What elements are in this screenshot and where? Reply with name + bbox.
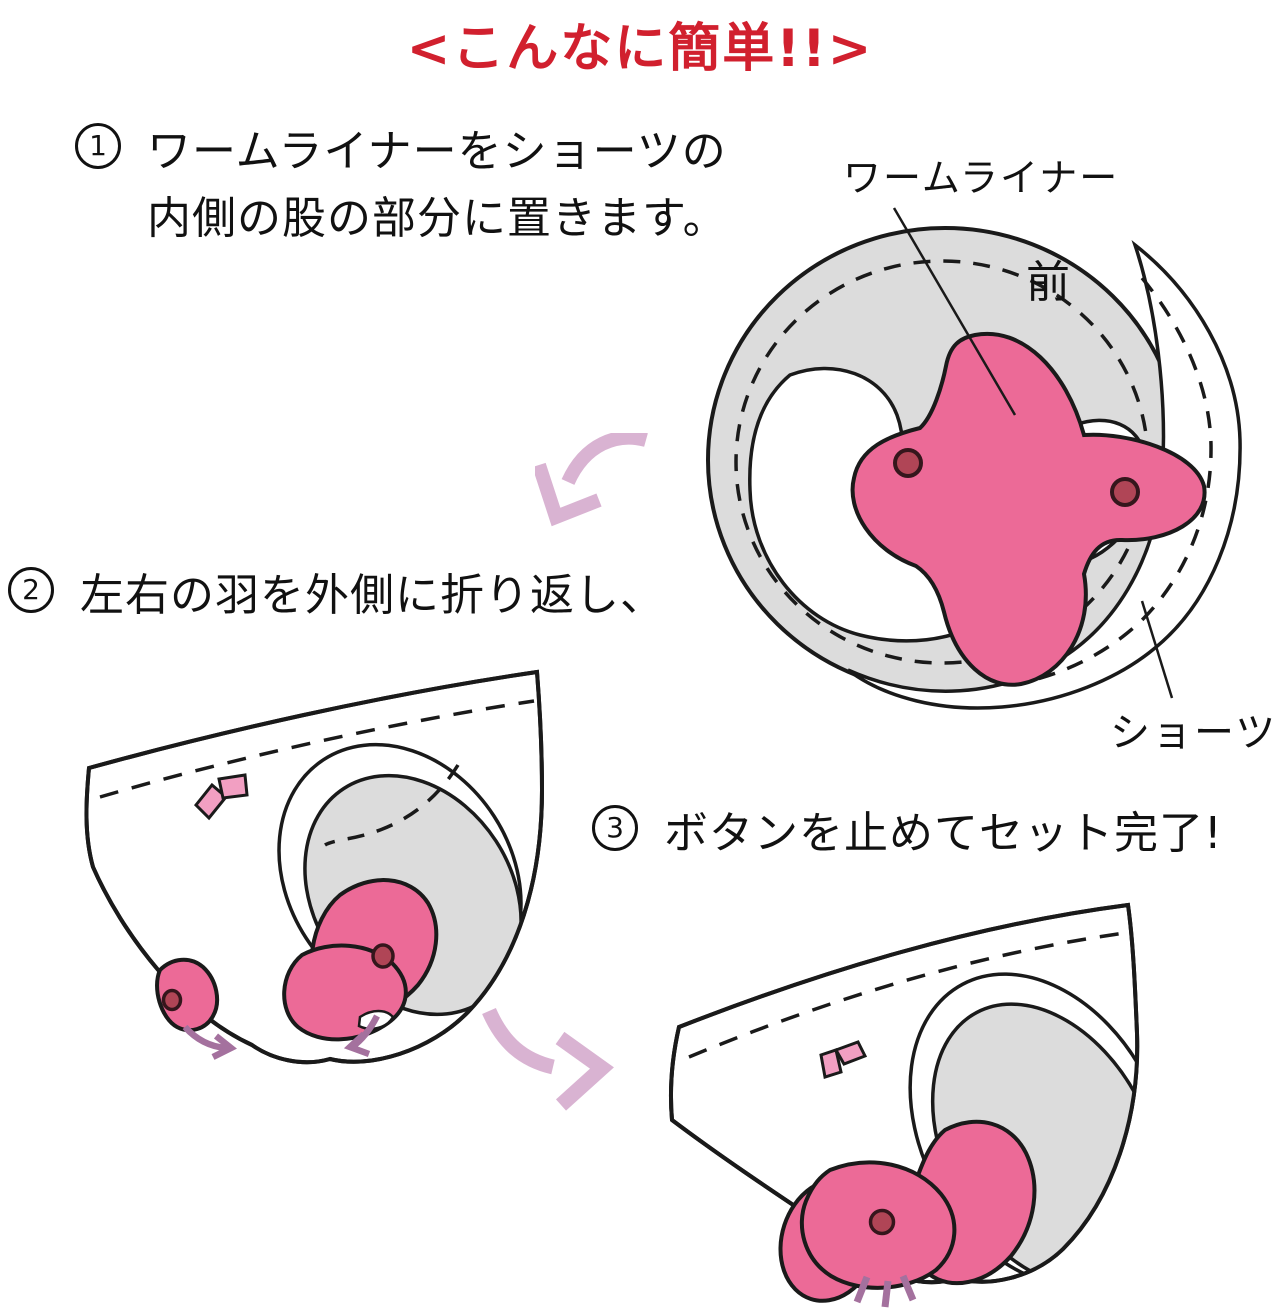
step1-line1: ワームライナーをショーツの xyxy=(147,126,727,177)
fold-arrow-right-head xyxy=(343,1031,371,1058)
step3-line1: ボタンを止めてセット完了! xyxy=(664,808,1223,859)
fig2-wing-left xyxy=(155,957,220,1033)
step1-lines: ワームライナーをショーツの 内側の股の部分に置きます。 xyxy=(147,118,728,252)
step1-line2: 内側の股の部分に置きます。 xyxy=(147,193,728,244)
fig3-bow-flag xyxy=(833,1040,868,1066)
flow-arrow-down-right-icon xyxy=(482,1007,614,1111)
figure1-shorts-top-view xyxy=(706,207,1242,710)
fig1-liner-pointer-line xyxy=(892,207,1017,416)
figure3-shorts-set-complete xyxy=(669,902,1140,1308)
step3-lines: ボタンを止めてセット完了! xyxy=(664,800,1223,867)
liner-label: ワームライナー xyxy=(843,156,1120,200)
front-label: 前 xyxy=(1026,257,1070,308)
fig2-snap-right xyxy=(371,943,395,969)
flow-arrow1-head xyxy=(535,462,602,527)
step1-number: 1 xyxy=(75,123,121,169)
fig1-flap-seam-dashed xyxy=(1024,276,1213,684)
step2-text: 2 左右の羽を外側に折り返し、 xyxy=(8,562,665,629)
fig1-snap-left xyxy=(893,448,923,478)
flow-arrow2-head xyxy=(555,1031,614,1111)
snap-emphasis-mark xyxy=(899,1274,917,1302)
figure2-shorts-wings-folded xyxy=(84,669,545,1065)
fold-arrow-left-head xyxy=(211,1033,237,1060)
fig2-crotch-seam-dashed xyxy=(324,764,460,847)
step2-line1: 左右の羽を外側に折り返し、 xyxy=(80,570,665,621)
shorts-label: ショーツ xyxy=(1110,710,1278,756)
step2-number: 2 xyxy=(8,567,54,613)
step2-lines: 左右の羽を外側に折り返し、 xyxy=(80,562,665,629)
flow-arrow1-band xyxy=(561,433,648,486)
fig1-snap-right xyxy=(1110,477,1140,507)
step3-text: 3 ボタンを止めてセット完了! xyxy=(592,800,1223,867)
fig3-garment-outline xyxy=(669,902,1140,1285)
step3-number: 3 xyxy=(592,805,638,851)
snap-emphasis-mark xyxy=(881,1280,892,1308)
page-title: <こんなに簡単!!> xyxy=(406,19,874,79)
fig1-shorts-pointer-line xyxy=(1140,600,1174,699)
fig2-snap-left xyxy=(161,988,183,1012)
fig3-snap-fastened xyxy=(868,1208,896,1236)
snap-emphasis-mark xyxy=(853,1275,871,1304)
step1-text: 1 ワームライナーをショーツの 内側の股の部分に置きます。 xyxy=(75,118,728,252)
fold-arrow-left-icon xyxy=(182,1024,227,1052)
fig2-bow-flag xyxy=(217,773,249,800)
fig2-garment-outline xyxy=(84,669,545,1065)
flow-arrow-down-left-icon xyxy=(535,433,648,527)
fig1-liner-pad xyxy=(850,331,1207,687)
flow-arrow2-band xyxy=(482,1007,555,1075)
